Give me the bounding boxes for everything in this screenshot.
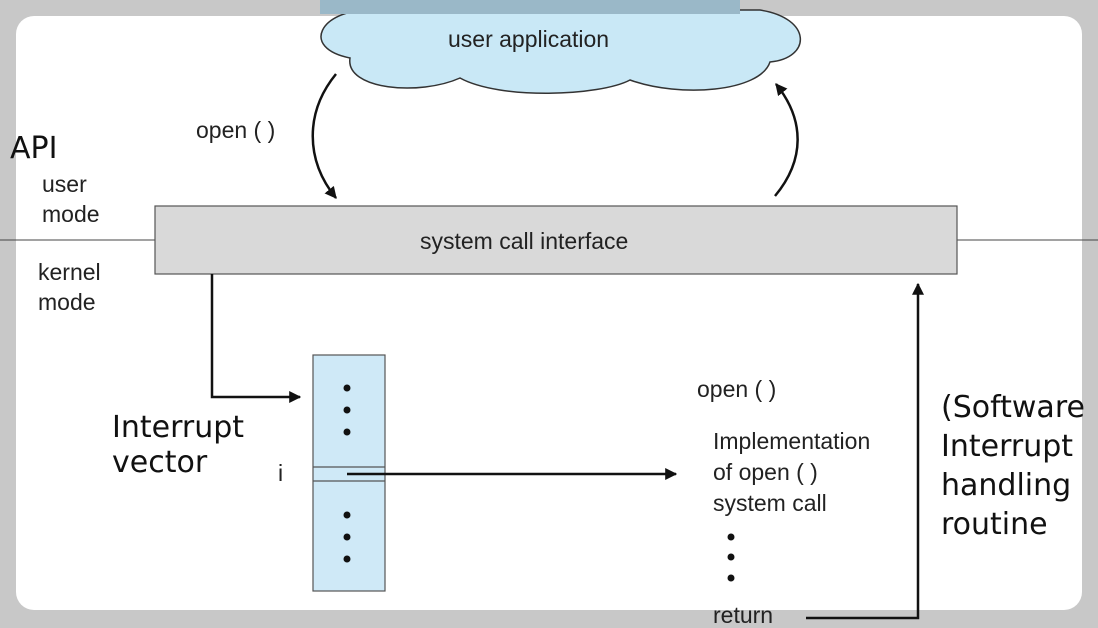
diagram-panel [16,16,1082,610]
implementation-dot [727,533,735,541]
return-to-app-arrow [774,83,799,197]
vector-dot [343,533,351,541]
user-application-cloud [320,0,801,94]
implementation-text: Implementation of open ( ) system call [713,428,871,517]
vector-dot [343,555,351,563]
vector-dot [343,428,351,436]
return-label: return [713,602,774,628]
open-call-arrow [311,73,337,199]
open-call-label: open ( ) [196,117,276,143]
implementation-dot [727,553,735,561]
implementation-title: open ( ) [697,376,777,402]
api-label: API [10,131,58,166]
return-arrow [806,282,924,620]
user-mode-label: user mode [42,171,100,227]
user-application-label: user application [448,26,610,52]
vector-dot [343,511,351,519]
vector-dot [343,384,351,392]
vector-index-label: i [278,460,284,486]
interrupt-vector-label: Interrupt vector [112,410,245,481]
system-call-interface-box [154,205,958,275]
kernel-mode-label: kernel mode [38,259,101,315]
system-call-interface-label: system call interface [420,228,629,254]
dispatch-to-vector-arrow [210,274,302,403]
implementation-dot [727,574,735,582]
software-interrupt-label: (Software Interrupt handling routine [941,390,1085,542]
vector-dot [343,406,351,414]
